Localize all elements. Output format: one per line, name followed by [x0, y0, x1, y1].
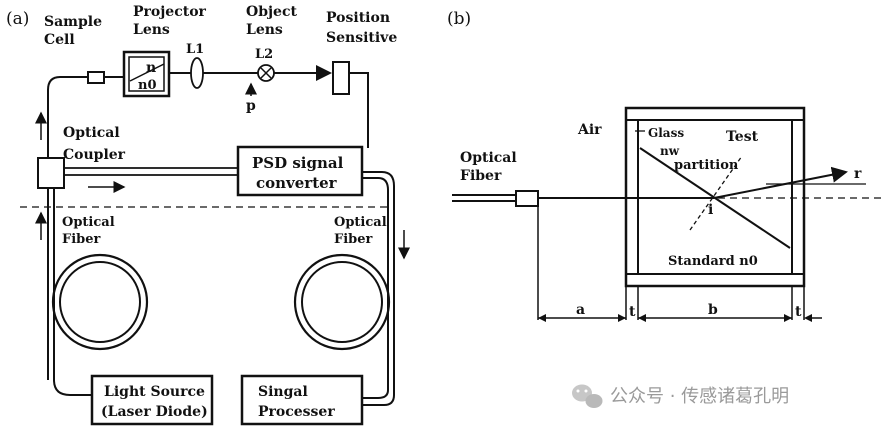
sample-n0-label: n0: [138, 78, 157, 93]
sample-cell-label-1: Sample: [44, 14, 102, 30]
sample-cell-connector: [87, 71, 105, 84]
glass-label: Glass: [648, 126, 684, 140]
light-source-box: [90, 374, 214, 426]
refracted-beam: [713, 166, 848, 199]
L2-label: L2: [255, 47, 273, 62]
fiber-left-label-1: Optical: [62, 215, 115, 230]
panel-b: (b) Optical Fiber Air Glass Test nw part…: [447, 9, 884, 322]
dim-t1-label: t: [629, 304, 636, 320]
fiber-to-sample: [47, 76, 88, 160]
L1-label: L1: [186, 42, 204, 57]
angle-r-label: r: [854, 166, 862, 182]
watermark: 公众号 · 传感诸葛孔明: [572, 384, 789, 408]
normal-line: [689, 155, 743, 231]
fiber-tip: [515, 190, 539, 207]
coupler-label-2: Coupler: [63, 147, 126, 163]
p-label: p: [246, 98, 256, 114]
processer-label-1: Singal: [258, 384, 308, 400]
light-source-label-2: (Laser Diode): [101, 404, 208, 420]
dim-a-label: a: [576, 302, 585, 318]
sensor-wire: [349, 72, 369, 148]
angle-i-label: i: [708, 202, 713, 218]
fiber-right-label-2: Fiber: [334, 232, 373, 247]
fiber-coil-left-outer: [51, 253, 149, 351]
projector-lens-label-1: Projector: [133, 4, 207, 20]
fiber-coil-right-outer: [293, 253, 391, 351]
object-lens-label-1: Object: [246, 4, 297, 20]
signal-processer-box: [240, 374, 364, 426]
panel-a: (a) Sample Cell Projector Lens Object Le…: [6, 4, 410, 426]
wechat-icon: [572, 384, 603, 408]
panel-b-tag: (b): [447, 9, 471, 29]
position-sensitive-label-2: Sensitive: [326, 30, 397, 46]
panel-a-tag: (a): [6, 9, 29, 29]
sample-cell-label-2: Cell: [44, 32, 75, 48]
psd-label-2: converter: [256, 174, 338, 192]
projector-lens-label-2: Lens: [133, 22, 170, 38]
test-label: Test: [726, 129, 759, 145]
partition-label: partition: [674, 158, 739, 173]
optical-fiber-label-2: Fiber: [460, 168, 502, 184]
processer-label-2: Processer: [258, 404, 335, 420]
sample-n-label: n: [146, 60, 156, 76]
object-lens-label-2: Lens: [246, 22, 283, 38]
watermark-text: 公众号 · 传感诸葛孔明: [610, 386, 789, 407]
air-label: Air: [577, 122, 602, 138]
position-sensitive-label-1: Position: [326, 10, 390, 26]
optical-fiber-label-1: Optical: [460, 150, 517, 166]
psd-label-1: PSD signal: [252, 154, 344, 172]
dim-t2-label: t: [795, 304, 802, 320]
sample-cell-partition: [129, 63, 165, 82]
nw-label: nw: [660, 144, 680, 158]
coupler-label-1: Optical: [63, 125, 120, 141]
standard-label: Standard n0: [668, 254, 758, 269]
light-source-label-1: Light Source: [104, 384, 205, 400]
dim-b-label: b: [708, 302, 718, 318]
fiber-left-label-2: Fiber: [62, 232, 101, 247]
optical-coupler: [37, 157, 65, 189]
fiber-right-label-1: Optical: [334, 215, 387, 230]
lens-L1: [190, 57, 204, 89]
position-sensor: [332, 61, 350, 95]
